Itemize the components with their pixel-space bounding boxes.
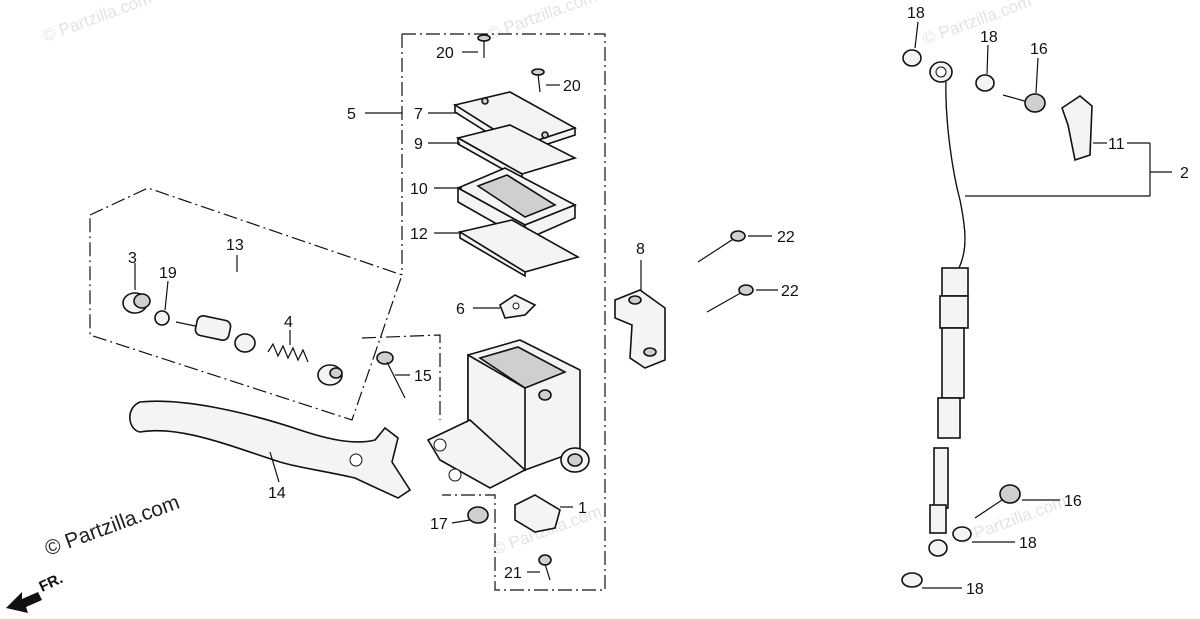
callout-20: 20 [436, 45, 454, 62]
clip-6 [499, 294, 537, 319]
watermark-main: © Partzilla.com [42, 491, 183, 561]
callout-22: 22 [777, 229, 795, 246]
callout-13: 13 [226, 237, 244, 254]
bolt-22-lower [706, 284, 754, 313]
holder-8 [614, 289, 666, 369]
callout-18: 18 [966, 581, 984, 598]
watermark: © Partzilla.com [920, 0, 1034, 49]
assembly-box-5 [402, 33, 606, 591]
washer-18 [952, 526, 972, 542]
bolt-17 [467, 506, 489, 524]
callout-9: 9 [414, 136, 423, 153]
cap-11 [1061, 95, 1093, 162]
callout-8: 8 [636, 241, 645, 258]
screw-20-top [477, 34, 491, 58]
brake-lever-14 [129, 400, 412, 499]
front-label: FR. [37, 570, 66, 596]
callout-18: 18 [1019, 535, 1037, 552]
callout-15: 15 [414, 368, 432, 385]
banjo-bolt-16-bottom [974, 484, 1021, 519]
pivot-bolt-15 [376, 351, 406, 399]
watermark: © Partzilla.com [485, 0, 599, 44]
float-sheet [457, 219, 581, 278]
assembly-box-13 [89, 187, 403, 421]
washer-18 [902, 49, 922, 67]
circlip-19 [154, 310, 170, 326]
boot-3 [122, 292, 151, 314]
watermark: © Partzilla.com [40, 0, 154, 46]
bolt-22-upper [697, 230, 746, 263]
washer-18 [901, 572, 923, 588]
callout-11: 11 [1108, 136, 1125, 153]
callout-20: 20 [563, 78, 581, 95]
cup [317, 364, 343, 386]
screw-20-right [531, 68, 545, 93]
screw-21 [538, 554, 552, 581]
piston [175, 315, 256, 353]
callout-7: 7 [414, 106, 423, 123]
callout-16: 16 [1030, 41, 1048, 58]
callout-4: 4 [284, 314, 293, 331]
callout-3: 3 [128, 250, 137, 267]
callout-17: 17 [430, 516, 448, 533]
callout-1: 1 [578, 500, 587, 517]
callout-18: 18 [907, 5, 925, 22]
callout-6: 6 [456, 301, 465, 318]
washer-18 [975, 74, 995, 92]
brake-switch-1 [514, 494, 561, 533]
callout-5: 5 [347, 106, 356, 123]
callout-21: 21 [504, 565, 522, 582]
front-direction-arrow [6, 592, 42, 613]
callout-2: 2 [1180, 165, 1189, 182]
brake-hose-2 [928, 61, 969, 557]
diaphragm [456, 167, 577, 242]
callout-10: 10 [410, 181, 428, 198]
callout-14: 14 [268, 485, 286, 502]
callout-22: 22 [781, 283, 799, 300]
leader-lines [134, 21, 1172, 589]
callout-18: 18 [980, 29, 998, 46]
spring-4 [267, 342, 309, 363]
callout-12: 12 [410, 226, 428, 243]
callout-16: 16 [1064, 493, 1082, 510]
master-cylinder-body [426, 339, 590, 489]
banjo-bolt-16-top [1002, 93, 1046, 113]
callout-19: 19 [159, 265, 177, 282]
